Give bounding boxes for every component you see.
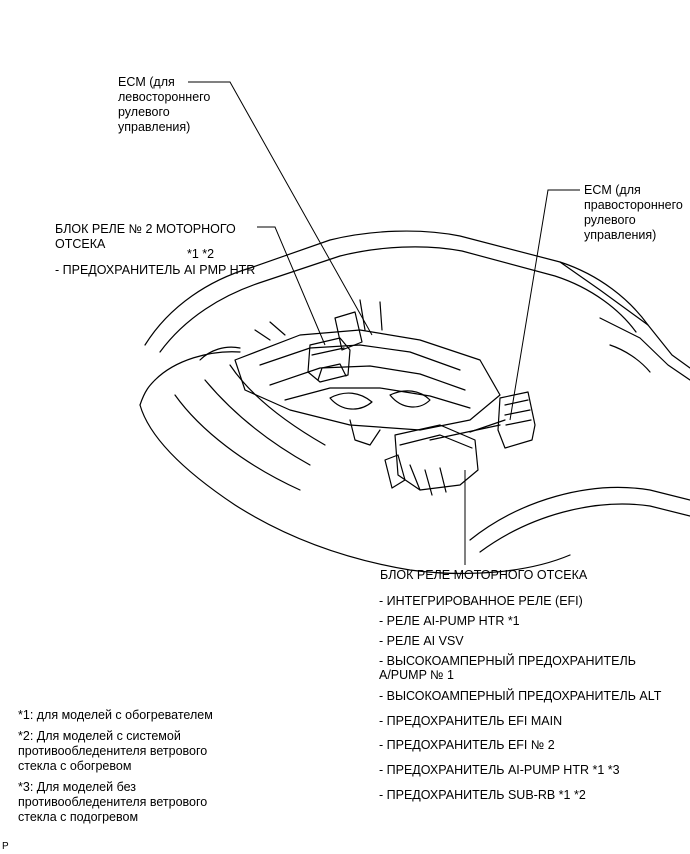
list-item: - ПРЕДОХРАНИТЕЛЬ SUB-RB *1 *2	[379, 788, 586, 802]
engine-cover	[234, 329, 501, 431]
hood-outline	[144, 230, 649, 346]
footnote-1: *1: для моделей с обогревателем	[18, 708, 213, 722]
ecm-rhd-label: ECM (для правостороннего рулевого управл…	[584, 183, 683, 242]
leader-lines	[188, 81, 580, 565]
leader-ecm-rhd	[509, 189, 580, 421]
engine-room-relay-block-title: БЛОК РЕЛЕ МОТОРНОГО ОТСЕКА	[380, 568, 588, 582]
list-item: - ПРЕДОХРАНИТЕЛЬ EFI MAIN	[379, 714, 563, 728]
list-item: - ИНТЕГРИРОВАННОЕ РЕЛЕ (EFI)	[379, 594, 583, 608]
list-item: - ПРЕДОХРАНИТЕЛЬ AI-PUMP HTR *1 *3	[379, 763, 620, 777]
corner-mark: P	[2, 841, 9, 852]
list-item: - РЕЛЕ AI VSV	[379, 634, 464, 648]
ecm-right	[497, 391, 536, 449]
relay-block-2-item: - ПРЕДОХРАНИТЕЛЬ AI PMP HTR	[55, 263, 256, 277]
list-item: - ВЫСОКОАМПЕРНЫЙ ПРЕДОХРАНИТЕЛЬ ALT	[379, 689, 662, 703]
list-item: - РЕЛЕ AI-PUMP HTR *1	[379, 614, 520, 628]
leader-ecm-lhd	[188, 81, 373, 336]
ecm-lhd-label: ECM (для левостороннего рулевого управле…	[118, 75, 211, 134]
leader-relay-2	[257, 226, 326, 346]
list-item: - ВЫСОКОАМПЕРНЫЙ ПРЕДОХРАНИТЕЛЬ A/PUMP №…	[379, 654, 636, 682]
relay-block-2-title: БЛОК РЕЛЕ № 2 МОТОРНОГО ОТСЕКА	[55, 222, 236, 251]
front-bumper	[139, 404, 571, 575]
relay-block-2	[307, 337, 351, 383]
list-item: - ПРЕДОХРАНИТЕЛЬ EFI № 2	[379, 738, 555, 752]
footnote-2: *2: Для моделей с системой противообледе…	[18, 729, 208, 773]
wheel-arch	[469, 486, 690, 541]
body-right	[559, 261, 690, 369]
relay-block-2-note: *1 *2	[187, 247, 215, 261]
footnote-3: *3: Для моделей без противообледенителя …	[18, 780, 208, 824]
engine-room-relay-block	[394, 424, 479, 491]
